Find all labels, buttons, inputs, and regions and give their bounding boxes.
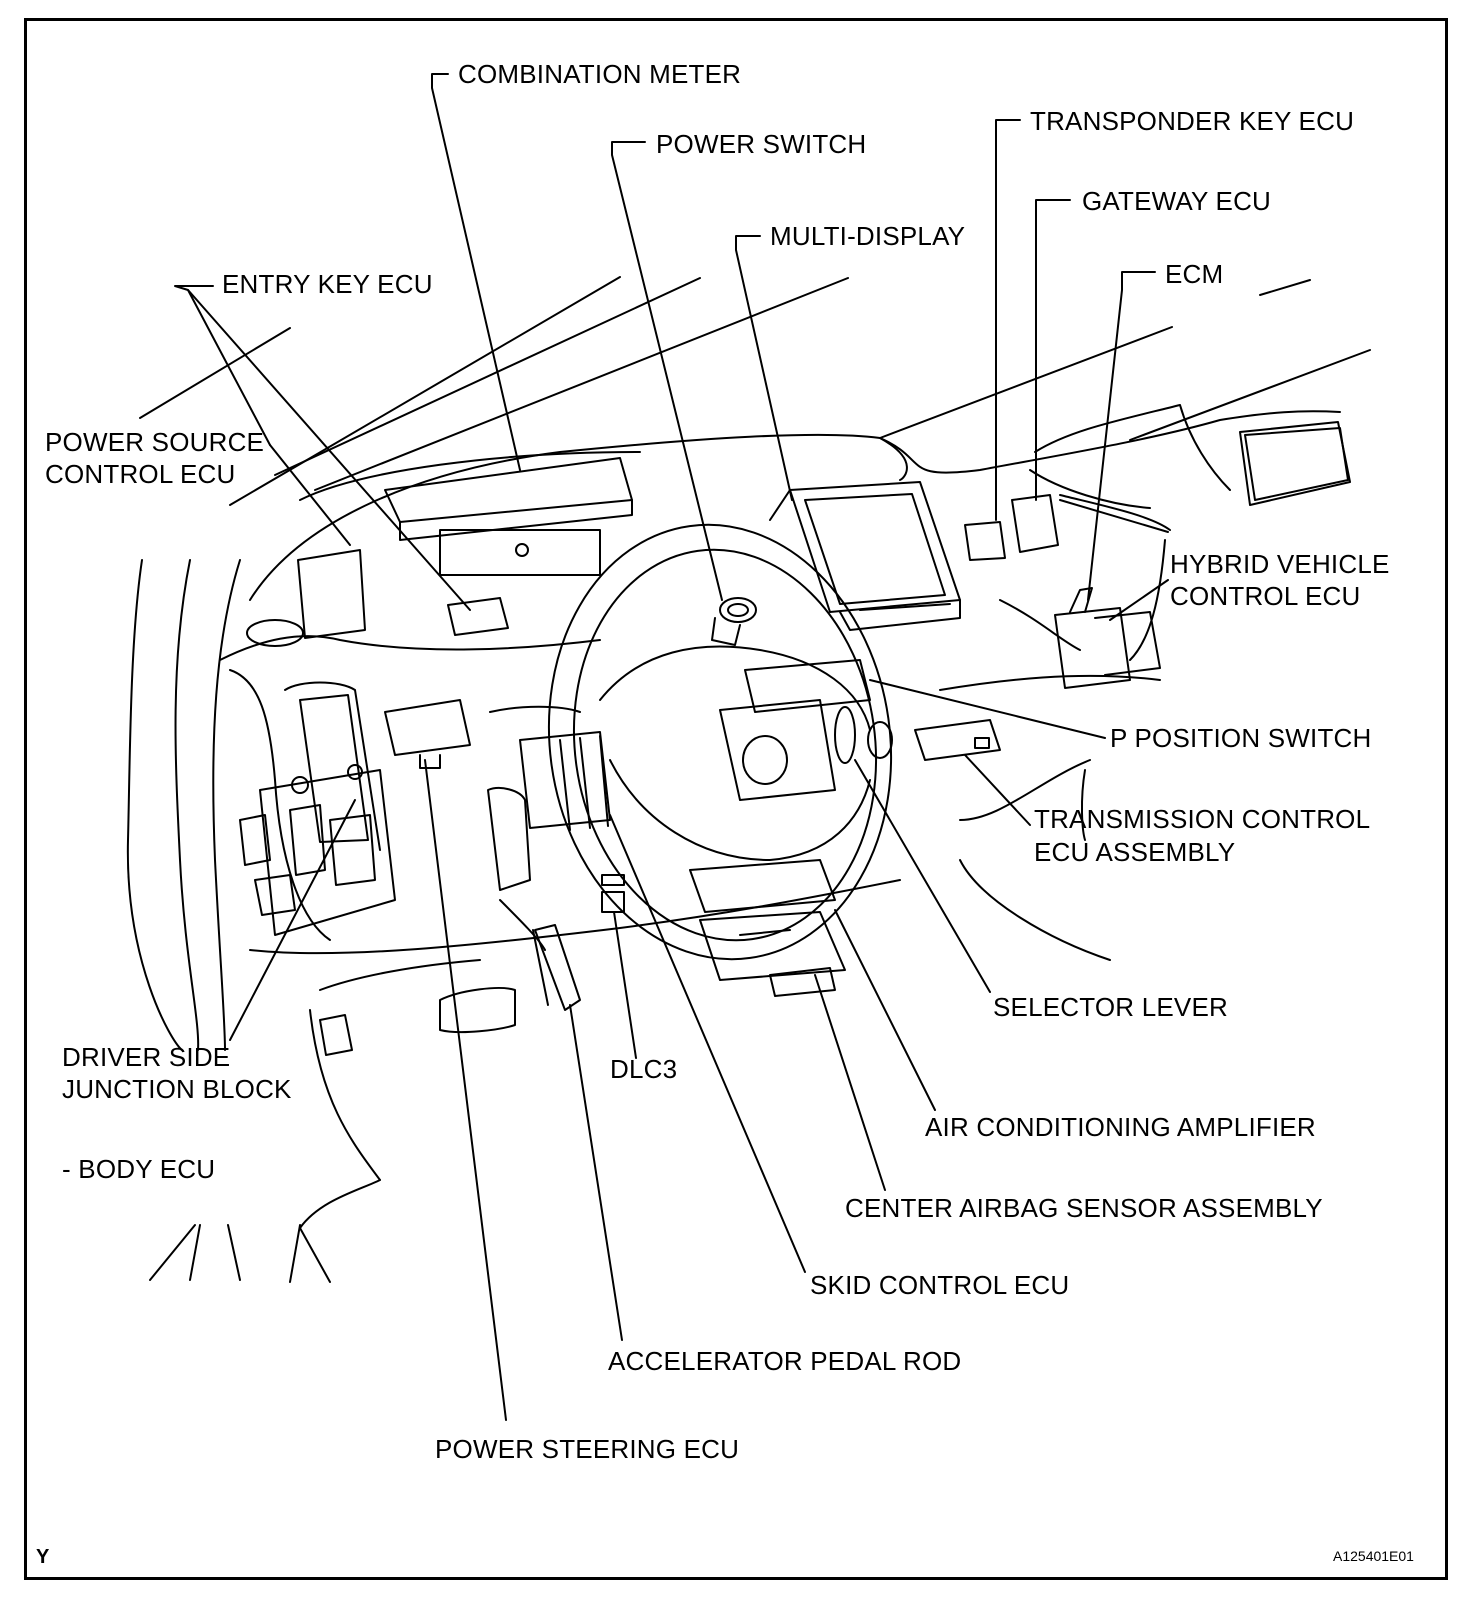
label-dlc3: DLC3 [610, 1054, 678, 1084]
label-transponder-key-ecu: TRANSPONDER KEY ECU [1030, 106, 1355, 136]
label-power-switch: POWER SWITCH [656, 129, 867, 159]
label-p-position-switch: P POSITION SWITCH [1110, 723, 1372, 753]
label-transmission-control-ecu-line1: TRANSMISSION CONTROL [1034, 804, 1371, 834]
label-power-steering-ecu: POWER STEERING ECU [435, 1434, 740, 1464]
label-combination-meter: COMBINATION METER [458, 59, 742, 89]
label-gateway-ecu: GATEWAY ECU [1082, 186, 1272, 216]
label-driver-side-junction-block-line2: JUNCTION BLOCK [62, 1074, 292, 1104]
label-entry-key-ecu: ENTRY KEY ECU [222, 269, 433, 299]
label-air-conditioning-amplifier: AIR CONDITIONING AMPLIFIER [925, 1112, 1316, 1142]
label-power-source-control-ecu-line1: POWER SOURCE [45, 427, 265, 457]
label-ecm: ECM [1165, 259, 1224, 289]
label-multi-display: MULTI-DISPLAY [770, 221, 966, 251]
label-body-ecu: - BODY ECU [62, 1154, 216, 1184]
diagram-frame [24, 18, 1448, 1580]
corner-mark: Y [36, 1546, 50, 1568]
label-hybrid-vehicle-control-ecu-line1: HYBRID VEHICLE [1170, 549, 1390, 579]
figure-code: A125401E01 [1333, 1548, 1414, 1564]
label-driver-side-junction-block-line1: DRIVER SIDE [62, 1042, 231, 1072]
label-center-airbag-sensor-assembly: CENTER AIRBAG SENSOR ASSEMBLY [845, 1193, 1323, 1223]
label-accelerator-pedal-rod: ACCELERATOR PEDAL ROD [608, 1346, 962, 1376]
label-skid-control-ecu: SKID CONTROL ECU [810, 1270, 1070, 1300]
label-transmission-control-ecu-line2: ECU ASSEMBLY [1034, 837, 1236, 867]
label-hybrid-vehicle-control-ecu-line2: CONTROL ECU [1170, 581, 1361, 611]
label-selector-lever: SELECTOR LEVER [993, 992, 1228, 1022]
label-power-source-control-ecu-line2: CONTROL ECU [45, 459, 236, 489]
